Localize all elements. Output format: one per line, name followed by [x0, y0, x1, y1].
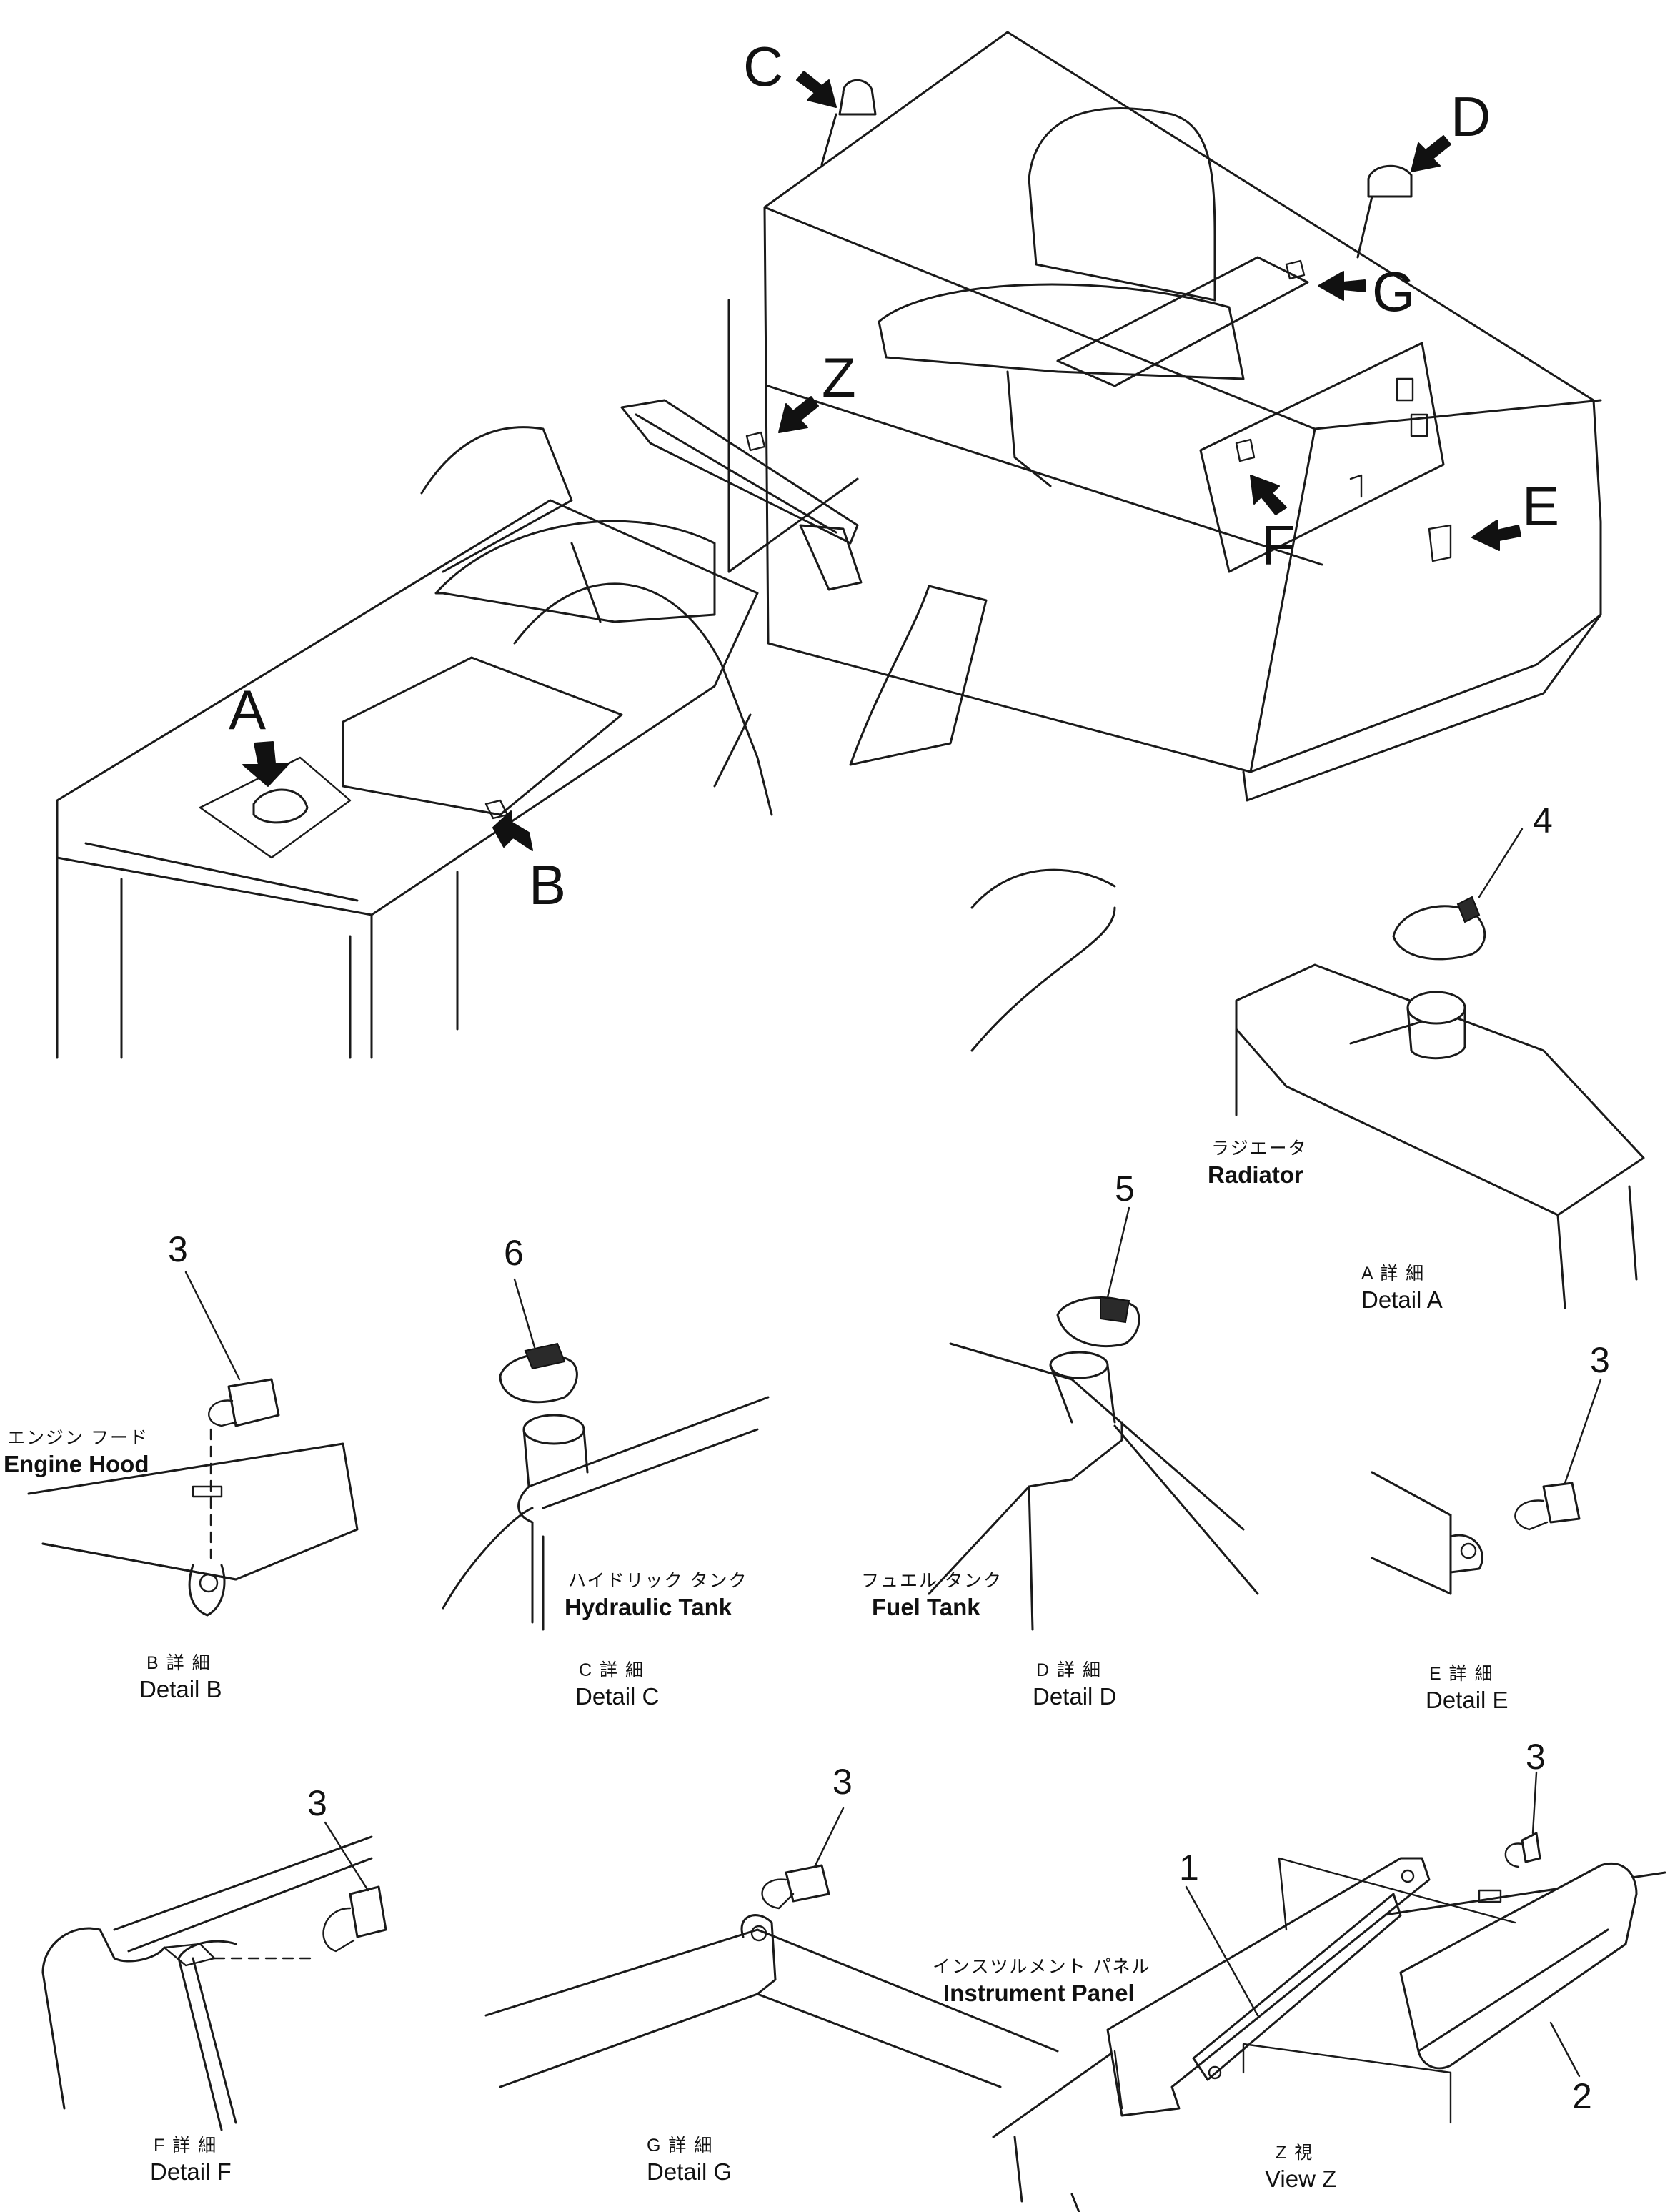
callout-label-b: B [529, 853, 566, 916]
padlock-f [349, 1885, 387, 1938]
detail-c-caption-en: Detail C [575, 1683, 659, 1710]
detail-f: 3 F 詳 細 Detail F [41, 1783, 387, 2185]
part-number-5: 5 [1115, 1169, 1135, 1209]
part-number-1: 1 [1179, 1848, 1199, 1888]
part-number-3-g: 3 [832, 1762, 853, 1802]
hydraulic-tank-label-en: Hydraulic Tank [565, 1594, 732, 1620]
part-number-4: 4 [1533, 800, 1553, 840]
instrument-panel-label-jp: インスツルメント パネル [933, 1957, 1150, 1977]
radiator-label-jp: ラジエータ [1211, 1139, 1308, 1159]
radiator-label-en: Radiator [1208, 1161, 1303, 1188]
detail-a-radiator: 4 ラジエータ Radiator A 詳 細 Detail A [1208, 800, 1645, 1313]
engine-hood-label-en: Engine Hood [4, 1451, 149, 1477]
fuel-tank-label-jp: フュエル タンク [861, 1571, 1003, 1591]
detail-g-caption-jp: G 詳 細 [647, 2136, 713, 2156]
detail-d-fuel-tank: 5 フュエル タンク Fuel Tank D 詳 細 Detail D [861, 1169, 1259, 1710]
hydraulic-tank-label-jp: ハイドリック タンク [568, 1571, 747, 1591]
callout-arrow-g [1318, 271, 1366, 301]
padlock-e [1542, 1482, 1581, 1524]
machine-overview: C D G Z F E A B [56, 31, 1602, 1059]
instrument-panel-cover [1399, 1862, 1638, 2070]
view-z-instrument-panel: 1 2 3 インスツルメント パネル Instrument Panel Z 視 … [933, 1737, 1666, 2212]
detail-f-caption-jp: F 詳 細 [154, 2136, 217, 2156]
callout-label-e: E [1522, 475, 1559, 537]
callout-arrow-z [778, 396, 819, 433]
detail-b-caption-en: Detail B [139, 1676, 222, 1702]
view-z-caption-jp: Z 視 [1276, 2143, 1313, 2163]
callout-arrow-d [1411, 135, 1451, 172]
callout-label-f: F [1261, 514, 1296, 577]
part-number-6: 6 [504, 1233, 524, 1273]
detail-e-caption-jp: E 詳 細 [1429, 1664, 1494, 1684]
detail-d-caption-jp: D 詳 細 [1036, 1660, 1102, 1680]
detail-c-caption-jp: C 詳 細 [579, 1660, 645, 1680]
callout-label-d: D [1451, 85, 1491, 148]
padlock-b [227, 1378, 280, 1427]
detail-g: 3 G 詳 細 Detail G [484, 1762, 1059, 2185]
callout-label-g: G [1372, 260, 1416, 323]
callout-label-z: Z [822, 346, 856, 409]
callout-arrow-a [242, 741, 290, 787]
detail-f-caption-en: Detail F [150, 2158, 232, 2185]
detail-a-caption-jp: A 詳 細 [1361, 1264, 1425, 1284]
part-number-3-b: 3 [168, 1229, 188, 1269]
fuel-tank-label-en: Fuel Tank [872, 1594, 980, 1620]
callout-arrow-f [1250, 475, 1287, 515]
detail-a-caption-en: Detail A [1361, 1286, 1443, 1313]
detail-c-hydraulic-tank: 6 ハイドリック タンク Hydraulic Tank C 詳 細 Detail… [442, 1233, 770, 1710]
detail-b-caption-jp: B 詳 細 [146, 1653, 212, 1673]
part-number-3-f: 3 [307, 1783, 327, 1823]
detail-e-caption-en: Detail E [1426, 1687, 1509, 1713]
callout-label-c: C [743, 35, 783, 98]
detail-b-engine-hood: 3 エンジン フード Engine Hood B 詳 細 Detail B [4, 1229, 359, 1702]
callout-label-a: A [229, 678, 266, 741]
part-number-3-e: 3 [1590, 1340, 1610, 1380]
engine-hood-label-jp: エンジン フード [7, 1428, 149, 1448]
callout-arrow-b [492, 810, 533, 851]
padlock-z [1521, 1832, 1541, 1863]
radiator-cap [1392, 905, 1486, 961]
callout-arrow-e [1471, 520, 1521, 551]
instrument-panel-label-en: Instrument Panel [943, 1980, 1135, 2006]
part-number-3-z: 3 [1526, 1737, 1546, 1777]
detail-d-caption-en: Detail D [1033, 1683, 1116, 1710]
detail-e: 3 E 詳 細 Detail E [1371, 1340, 1610, 1713]
padlock-g [785, 1864, 830, 1903]
view-z-caption-en: View Z [1265, 2166, 1336, 2192]
detail-g-caption-en: Detail G [647, 2158, 732, 2185]
callout-arrow-c [796, 71, 837, 108]
part-number-2: 2 [1572, 2076, 1592, 2116]
